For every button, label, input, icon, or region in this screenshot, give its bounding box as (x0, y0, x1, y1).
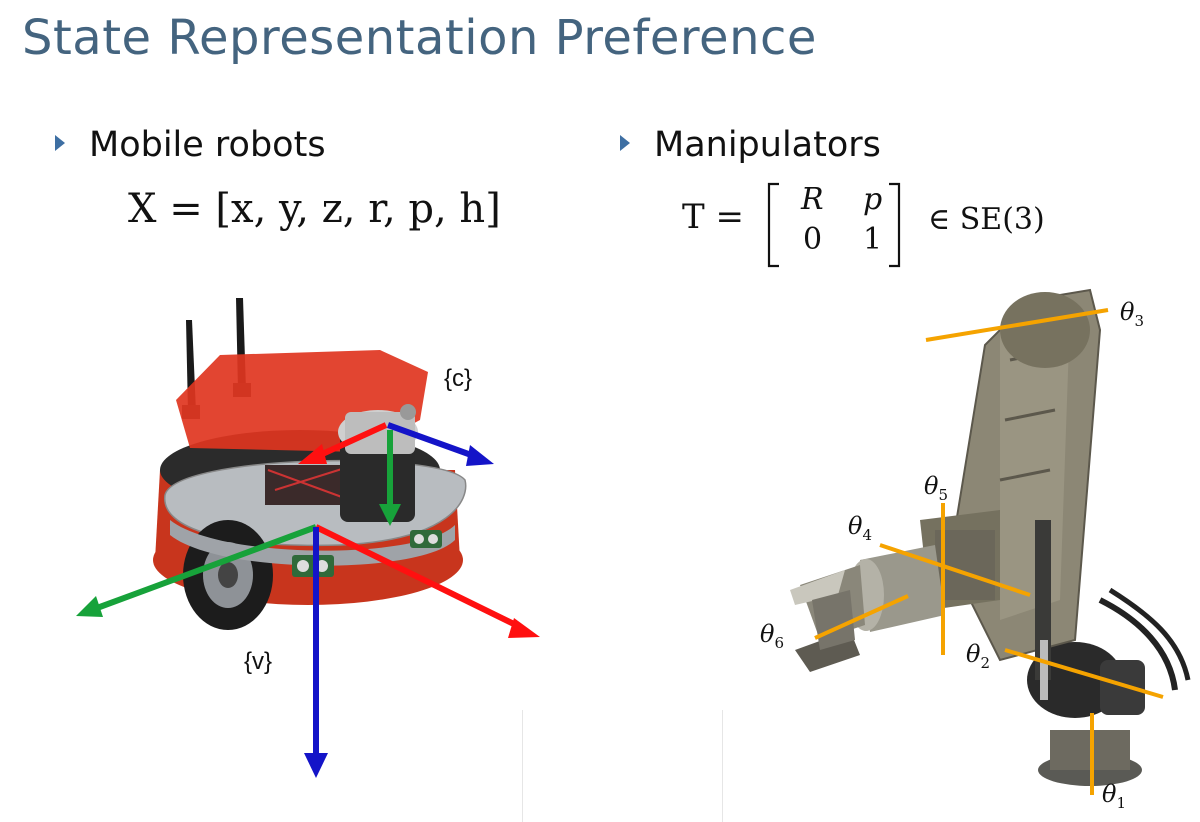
mobile-robot-illustration (76, 298, 540, 778)
bullet-arrow-icon (620, 135, 630, 151)
bullet-manipulators-label: Manipulators (654, 125, 881, 165)
camera-icon (338, 404, 418, 522)
vehicle-frame-axes (76, 524, 540, 778)
joint-label-theta6: θ6 (760, 620, 784, 652)
manipulator-formula-rhs: ∈ SE(3) (928, 202, 1045, 237)
mobile-state-formula: X = [x, y, z, r, p, h] (128, 186, 501, 232)
bullet-arrow-icon (55, 135, 65, 151)
bullet-mobile-robots: Mobile robots (55, 125, 326, 165)
joint-label-theta3: θ3 (1120, 298, 1144, 330)
bullet-manipulators: Manipulators (620, 125, 881, 165)
divider-line (522, 710, 523, 822)
frame-label-c: {c} (444, 365, 473, 392)
page-title: State Representation Preference (22, 10, 817, 66)
matrix-brackets (767, 182, 901, 268)
joint-label-theta4: θ4 (848, 512, 872, 544)
joint-label-theta2: θ2 (966, 640, 990, 672)
joint-label-theta1: θ1 (1102, 780, 1126, 812)
bullet-mobile-robots-label: Mobile robots (89, 125, 326, 165)
joint-label-theta5: θ5 (924, 472, 948, 504)
joint-axes (814, 308, 1164, 795)
matrix-cell-r: R (801, 182, 824, 217)
matrix-cell-p: p (863, 182, 883, 217)
manipulator-formula-lhs: T = (682, 197, 744, 237)
divider-line (722, 710, 723, 822)
frame-label-v: {v} (244, 648, 273, 675)
matrix-cell-0: 0 (803, 222, 823, 257)
matrix-cell-1: 1 (863, 222, 883, 257)
transform-matrix: R p 0 1 (755, 180, 915, 270)
camera-frame-axes (298, 422, 494, 526)
